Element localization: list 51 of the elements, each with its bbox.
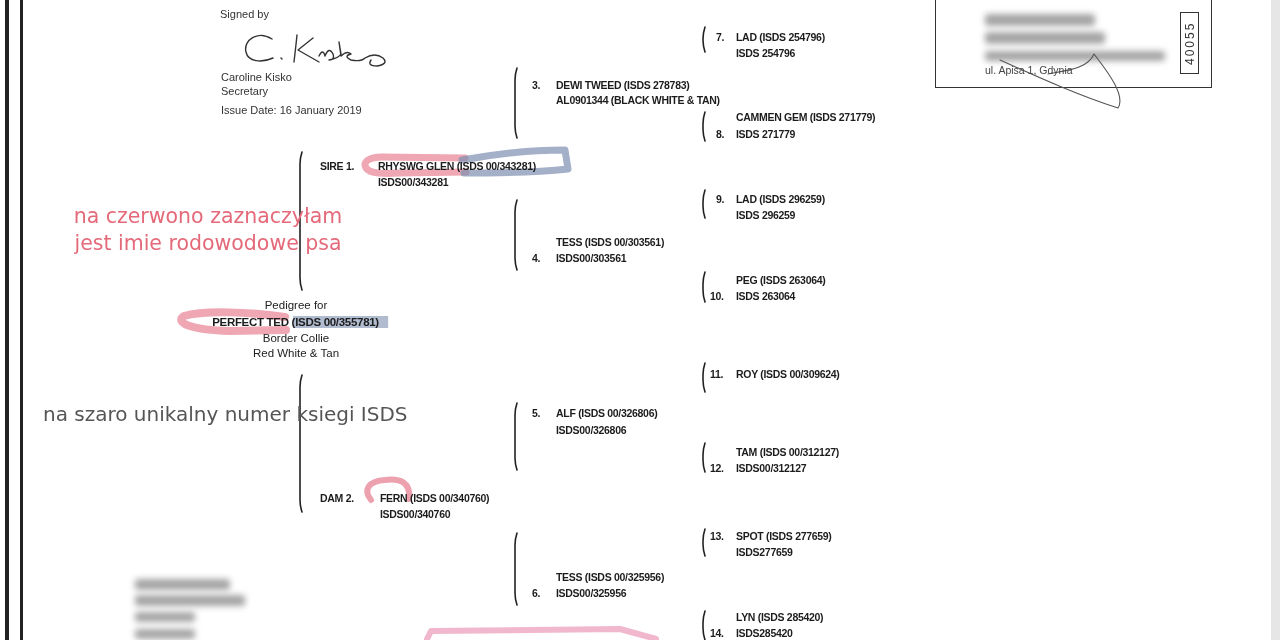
entry-number: 11. (710, 367, 724, 381)
signatory-name: Caroline Kisko (221, 70, 292, 84)
dog-name: LAD (ISDS 296259) (736, 192, 825, 206)
dog-name: ROY (ISDS 00/309624) (736, 367, 840, 381)
entry-number: 9. (716, 192, 725, 206)
entry-number: 14. (710, 626, 724, 640)
dam-label: DAM 2. (320, 491, 354, 505)
registration-number: ISDS 254796 (736, 46, 796, 60)
dog-name: TAM (ISDS 00/312127) (736, 445, 839, 459)
entry-number: 5. (532, 406, 541, 420)
entry-number: 10. (710, 289, 724, 303)
dog-name: TESS (ISDS 00/325956) (556, 570, 665, 584)
registration-number: ISDS00/326806 (556, 423, 627, 437)
registration-number: ISDS00/343281 (378, 175, 449, 189)
entry-number: 7. (716, 30, 725, 44)
signed-by-label: Signed by (220, 7, 269, 21)
registration-number: ISDS00/312127 (736, 461, 807, 475)
highlighted-dog-name: PERFECT TED (ISDS 00/355781) (212, 315, 388, 329)
dog-name: LAD (ISDS 254796) (736, 30, 825, 44)
dog-name: CAMMEN GEM (ISDS 271779) (736, 110, 876, 124)
registration-number: ISDS277659 (736, 545, 793, 559)
dog-name: ALF (ISDS 00/326806) (556, 406, 658, 420)
entry-number: 4. (532, 251, 541, 265)
sire-label: SIRE 1. (320, 159, 355, 173)
dog-name: DEWI TWEED (ISDS 278783) (556, 78, 690, 92)
dog-name: PEG (ISDS 263064) (736, 273, 826, 287)
dog-name: TESS (ISDS 00/303561) (556, 235, 665, 249)
entry-number: 6. (532, 586, 541, 600)
entry-number: 12. (710, 461, 724, 475)
registration-number: ISDS 271779 (736, 127, 796, 141)
registration-number: ISDS00/303561 (556, 251, 627, 265)
pedigree-heading: Pedigree for (264, 298, 328, 312)
registration-number: ISDS 263064 (736, 289, 796, 303)
registration-number: ISDS285420 (736, 626, 793, 640)
registration-number: ISDS00/325956 (556, 586, 627, 600)
registration-number: AL0901344 (BLACK WHITE & TAN) (556, 93, 720, 107)
breed-text: Border Collie (262, 331, 330, 345)
stamp-number: 40055 (1180, 12, 1199, 74)
dog-name: RHYSWG GLEN (ISDS 00/343281) (378, 159, 536, 173)
entry-number: 13. (710, 529, 724, 543)
entry-number: 3. (532, 78, 541, 92)
signatory-title: Secretary (221, 84, 269, 98)
dog-name: LYN (ISDS 285420) (736, 610, 824, 624)
colour-text: Red White & Tan (252, 346, 340, 360)
dog-name: FERN (ISDS 00/340760) (380, 491, 490, 505)
registration-number: ISDS00/340760 (380, 507, 451, 521)
registration-number: ISDS 296259 (736, 208, 796, 222)
entry-number: 8. (716, 127, 725, 141)
issue-date: Issue Date: 16 January 2019 (221, 103, 362, 117)
dog-name: SPOT (ISDS 277659) (736, 529, 832, 543)
stamp-address: ul. Apisa 1, Gdynia (985, 63, 1073, 77)
